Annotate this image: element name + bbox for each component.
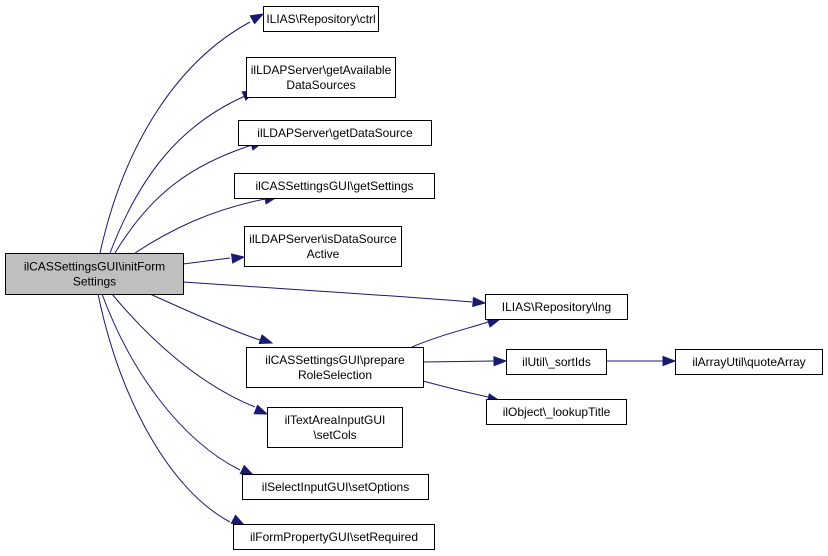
node-label: RoleSelection: [298, 368, 372, 382]
edge-prepRole-sortIds: [422, 355, 508, 367]
node-label: ilFormPropertyGUI\setRequired: [250, 530, 418, 544]
arrowhead-icon: [230, 514, 246, 526]
node-lng[interactable]: ILIAS\Repository\lng: [485, 294, 628, 320]
node-lookupTitle[interactable]: ilObject\_lookupTitle: [486, 399, 627, 425]
arrowhead-icon: [493, 355, 508, 367]
node-setRequired[interactable]: ilFormPropertyGUI\setRequired: [233, 524, 435, 550]
arrowhead-icon: [239, 464, 255, 476]
edge-line: [114, 144, 253, 254]
node-box: [486, 399, 627, 425]
node-box: [242, 474, 429, 500]
node-getDS[interactable]: ilLDAPServer\getDataSource: [238, 120, 432, 146]
node-label: ilUtil\_sortIds: [522, 355, 591, 369]
node-box: [263, 6, 379, 32]
edge-line: [422, 360, 495, 363]
edge-sortIds-quoteArray: [606, 355, 677, 367]
node-label: ilSelectInputGUI\setOptions: [262, 480, 409, 494]
node-quoteArray[interactable]: ilArrayUtil\quoteArray: [675, 349, 823, 375]
edge-line: [111, 293, 256, 408]
edge-root-ctrl: [99, 13, 265, 254]
node-ctrl[interactable]: ILIAS\Repository\ctrl: [263, 6, 379, 32]
node-label: \setCols: [313, 428, 356, 442]
node-box: [267, 407, 403, 448]
node-label: ilLDAPServer\getDataSource: [257, 126, 413, 140]
edge-line: [422, 380, 489, 398]
node-label: DataSources: [286, 78, 355, 92]
edge-line: [182, 257, 231, 265]
edge-line: [149, 293, 261, 341]
edge-root-prepRole: [149, 293, 274, 345]
edge-root-isActive: [182, 253, 246, 265]
node-label: Active: [307, 247, 340, 261]
node-label: ilLDAPServer\isDataSource: [249, 232, 397, 246]
edge-root-setOptions: [101, 293, 255, 476]
arrowhead-icon: [249, 13, 265, 25]
node-setCols[interactable]: ilTextAreaInputGUI\setCols: [267, 407, 403, 448]
node-box: [246, 347, 424, 388]
edge-line: [97, 293, 231, 523]
node-label: ilLDAPServer\getAvailable: [251, 63, 392, 77]
node-box: [485, 294, 628, 320]
node-setOptions[interactable]: ilSelectInputGUI\setOptions: [242, 474, 429, 500]
edge-prepRole-lng: [411, 317, 502, 348]
arrowhead-icon: [253, 404, 269, 415]
arrowhead-icon: [258, 334, 274, 345]
arrowhead-icon: [472, 296, 487, 308]
edge-root-lng: [182, 281, 487, 308]
edge-line: [134, 198, 266, 254]
edge-line: [182, 281, 473, 303]
node-label: ilTextAreaInputGUI: [285, 413, 386, 427]
arrowhead-icon: [662, 355, 677, 367]
edge-root-setRequired: [97, 293, 246, 526]
node-box: [246, 57, 396, 98]
node-label: ilCASSettingsGUI\getSettings: [255, 179, 413, 193]
node-label: ilCASSettingsGUI\initForm: [24, 260, 165, 274]
node-box: [238, 120, 432, 146]
edge-root-setCols: [111, 293, 269, 415]
node-getSettings[interactable]: ilCASSettingsGUI\getSettings: [234, 173, 435, 199]
node-box: [675, 349, 823, 375]
node-box: [244, 226, 402, 267]
node-box: [233, 524, 435, 550]
node-label: Settings: [73, 275, 116, 289]
node-box: [5, 253, 184, 295]
node-label: ilArrayUtil\quoteArray: [692, 355, 805, 369]
node-label: ILIAS\Repository\lng: [502, 300, 611, 314]
node-sortIds[interactable]: ilUtil\_sortIds: [506, 349, 607, 375]
node-box: [506, 349, 607, 375]
node-box: [234, 173, 435, 199]
edge-line: [411, 321, 489, 348]
arrowhead-icon: [230, 253, 246, 264]
edge-line: [99, 21, 251, 254]
node-label: ilCASSettingsGUI\prepare: [265, 353, 405, 367]
node-label: ilObject\_lookupTitle: [503, 405, 611, 419]
node-label: ILIAS\Repository\ctrl: [266, 12, 375, 26]
edge-line: [101, 293, 241, 471]
edge-line: [109, 95, 246, 254]
